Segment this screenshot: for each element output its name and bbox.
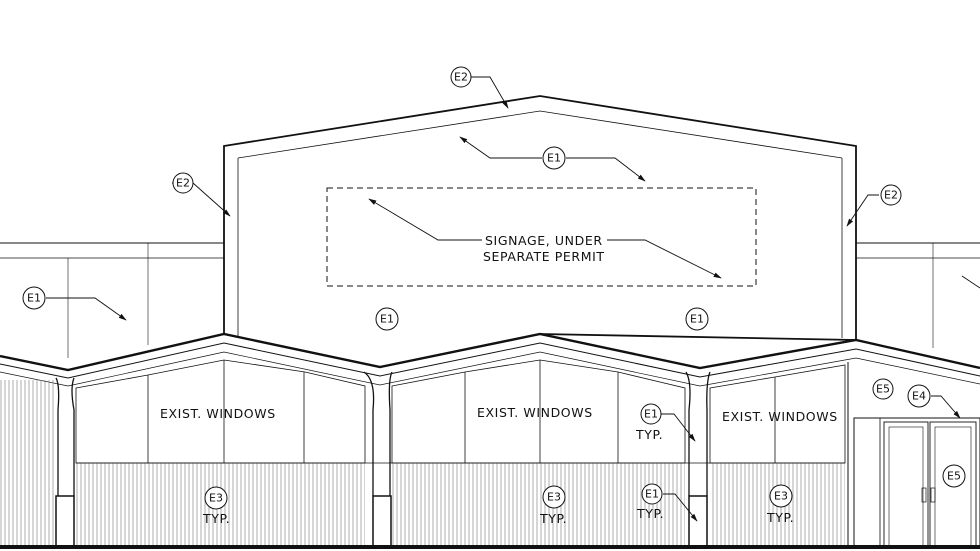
svg-text:E1: E1 [27, 292, 41, 305]
signage-area [326, 187, 757, 287]
windows-label-3: EXIST. WINDOWS [722, 409, 838, 424]
svg-text:E3: E3 [547, 491, 561, 504]
tag-e1-column-lower: E1 [641, 483, 663, 505]
tag-e3-bay-3: E3 [769, 484, 793, 508]
column-2 [363, 371, 393, 547]
typ-note-e3-1: TYP. [202, 511, 230, 526]
tag-e5-door: E5 [942, 464, 966, 488]
windows-label-2: EXIST. WINDOWS [477, 405, 593, 420]
svg-text:E3: E3 [774, 490, 788, 503]
tag-e1-parapet-left: E1 [375, 307, 399, 331]
tag-e4: E4 [907, 384, 931, 408]
svg-text:E1: E1 [690, 313, 704, 326]
column-1 [55, 377, 75, 547]
windows-label-1: EXIST. WINDOWS [160, 406, 276, 421]
svg-text:E2: E2 [884, 189, 898, 202]
tag-e1-parapet-top: E1 [542, 146, 566, 170]
tag-e2-top: E2 [450, 66, 472, 88]
svg-text:E2: E2 [454, 71, 468, 84]
tag-e1-column-upper: E1 [640, 403, 662, 425]
typ-note-e1-upper: TYP. [635, 427, 663, 442]
tag-e2-left: E2 [172, 172, 194, 194]
leader-lines [46, 76, 980, 522]
central-parapet [223, 95, 857, 368]
typ-note-e3-3: TYP. [766, 510, 794, 525]
svg-text:E4: E4 [912, 390, 926, 403]
signage-note-line1: SIGNAGE, UNDER [485, 233, 603, 248]
tag-e5-upper: E5 [872, 378, 894, 400]
tag-e1-left-wing: E1 [22, 286, 46, 310]
svg-text:E5: E5 [947, 470, 961, 483]
typ-note-e1-lower: TYP. [636, 506, 664, 521]
tag-e2-right: E2 [880, 184, 902, 206]
window-bay-3 [709, 364, 846, 464]
svg-text:E1: E1 [644, 408, 658, 421]
svg-text:E5: E5 [876, 383, 890, 396]
svg-text:E2: E2 [176, 177, 190, 190]
left-wing-wall [0, 242, 224, 358]
tag-e3-bay-2: E3 [542, 485, 566, 509]
svg-text:E3: E3 [209, 492, 223, 505]
lower-wall-2 [392, 463, 685, 545]
lower-wall-left [0, 380, 56, 545]
right-wing-wall [856, 242, 980, 348]
tag-e1-parapet-right: E1 [685, 307, 709, 331]
tag-e3-bay-1: E3 [204, 486, 228, 510]
svg-text:E1: E1 [645, 488, 659, 501]
svg-text:E1: E1 [380, 313, 394, 326]
column-3 [685, 371, 711, 547]
typ-note-e3-2: TYP. [539, 511, 567, 526]
svg-text:E1: E1 [547, 152, 561, 165]
canopy-fascia [0, 332, 980, 387]
signage-note-line2: SEPARATE PERMIT [483, 249, 605, 264]
